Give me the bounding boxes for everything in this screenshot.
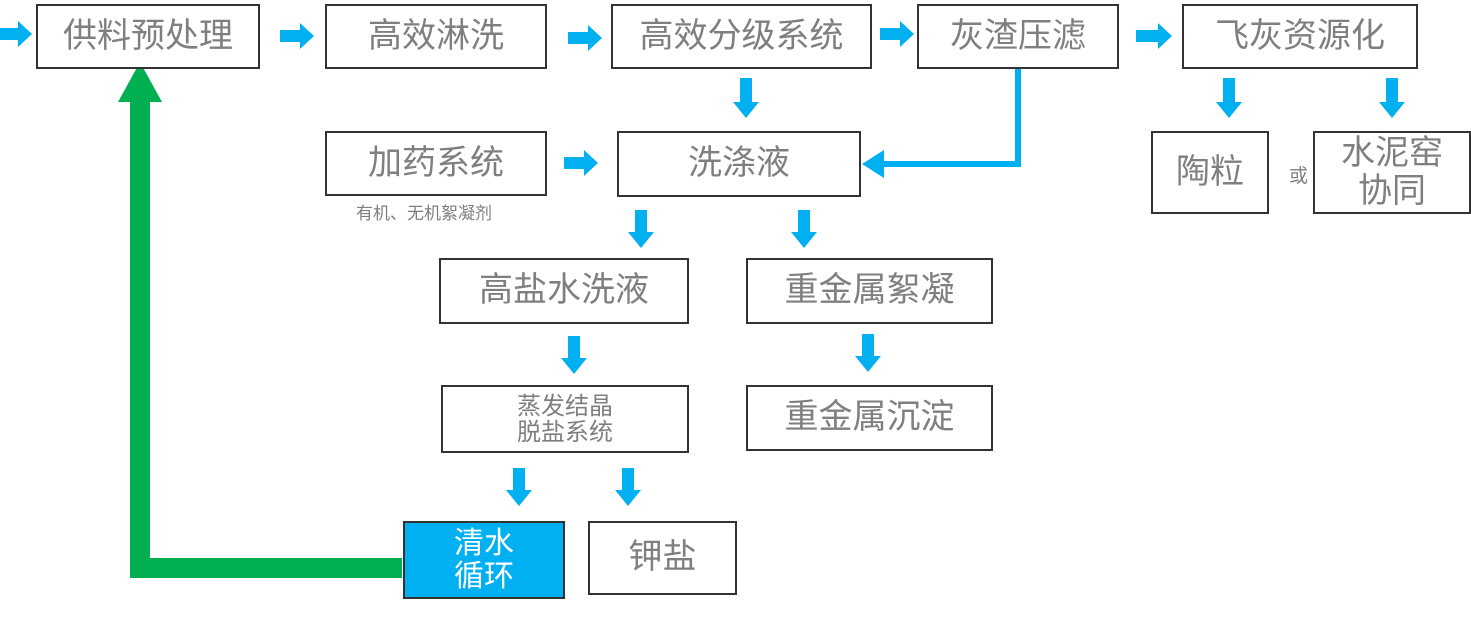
dosing-note: 有机、无机絮凝剂 [356, 204, 492, 224]
node-ceramsite: 陶粒 [1151, 131, 1269, 214]
arrow-recycling-to-kiln [1379, 78, 1405, 118]
arrow-recycling-to-ceramsite [1216, 78, 1242, 118]
arrow-highsalt-to-evap [561, 336, 587, 374]
node-heavy-metal-floc: 重金属絮凝 [746, 258, 993, 324]
arrow-into-feed [0, 21, 32, 47]
node-potassium-salt: 钾盐 [588, 521, 737, 595]
node-dosing-system: 加药系统 [325, 131, 547, 196]
node-feed-pretreatment: 供料预处理 [36, 4, 260, 69]
node-ash-filter-press: 灰渣压滤 [917, 4, 1119, 69]
arrow-wash-to-highsalt [628, 210, 654, 248]
arrow-floc-to-precip [855, 334, 881, 372]
arrow-feed-to-leaching [280, 23, 314, 49]
arrow-evap-to-potassium [615, 468, 641, 506]
arrow-recycle-head [118, 62, 162, 102]
arrow-filter-to-wash-line [882, 68, 1021, 167]
arrow-dosing-to-wash [564, 150, 598, 176]
arrow-recycle-line [130, 100, 402, 578]
arrow-filter-to-wash-head [862, 150, 884, 178]
arrow-evap-to-water [506, 468, 532, 506]
node-clean-water-cycle: 清水 循环 [403, 521, 565, 599]
arrow-classification-down [733, 78, 759, 118]
node-fly-ash-recycling: 飞灰资源化 [1182, 4, 1418, 69]
arrow-classification-to-filter [880, 21, 914, 47]
arrow-leaching-to-classification [568, 25, 602, 51]
node-cement-kiln: 水泥窑 协同 [1313, 131, 1471, 214]
arrow-filter-to-recycling [1136, 23, 1172, 49]
node-heavy-metal-precip: 重金属沉淀 [746, 385, 993, 451]
arrow-wash-to-floc [791, 210, 817, 248]
node-efficient-leaching: 高效淋洗 [325, 4, 547, 69]
node-efficient-classification: 高效分级系统 [611, 4, 872, 69]
or-label: 或 [1289, 165, 1309, 187]
node-high-salt-wash: 高盐水洗液 [439, 258, 689, 324]
node-evaporation-desalination: 蒸发结晶 脱盐系统 [441, 385, 689, 453]
node-wash-liquid: 洗涤液 [617, 131, 861, 197]
